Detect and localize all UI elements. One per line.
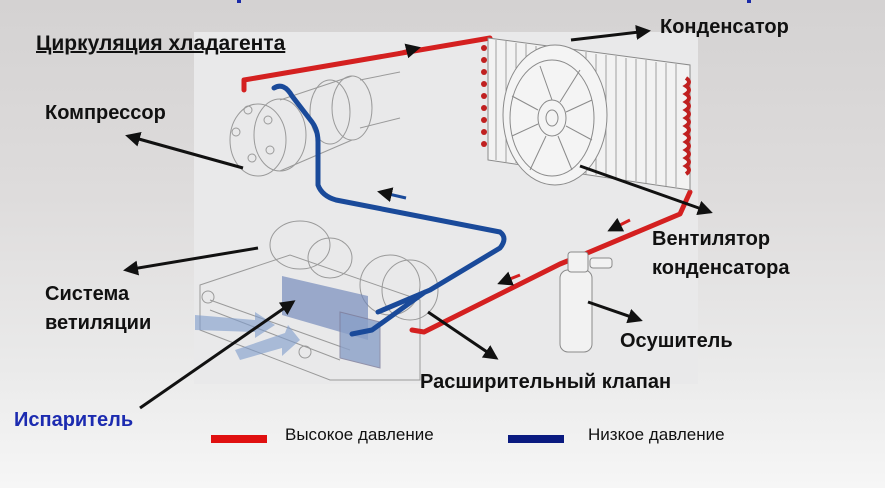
low-pressure-flow-arrow (377, 187, 407, 203)
high-pressure-flow-arrow-top (397, 43, 421, 59)
legend-label-low-pressure: Низкое давление (588, 425, 725, 444)
low-pressure-line (271, 83, 507, 337)
top-mark-right (747, 0, 751, 3)
label-dryer: Осушитель (620, 330, 733, 352)
label-compressor: Компрессор (45, 102, 166, 124)
condenser-callout-arrow (570, 24, 651, 42)
evaporator-icon (282, 276, 381, 369)
airflow-arrows (195, 312, 300, 360)
legend-label-high-pressure: Высокое давление (285, 425, 434, 444)
evaporator-callout-arrow (139, 300, 296, 410)
dryer-callout-arrow (587, 300, 643, 324)
ventilation-callout-arrow (123, 246, 259, 276)
legend-swatch-low-pressure (508, 435, 564, 443)
top-mark-left (237, 0, 241, 3)
high-pressure-flow-arrow-mid (607, 217, 631, 232)
legend-swatch-high-pressure (211, 435, 267, 443)
page-title: Циркуляция хладагента (36, 32, 286, 55)
label-condenser-fan-line2: конденсатора (652, 257, 790, 279)
fan-icon (502, 44, 608, 186)
expansion-valve-callout-arrow (427, 310, 499, 360)
compressor-callout-arrow (125, 131, 244, 170)
high-pressure-flow-arrow-low (497, 271, 521, 286)
label-condenser: Конденсатор (660, 16, 789, 38)
label-ventilation-line1: Система (45, 283, 130, 305)
fan-callout-arrow (579, 164, 713, 216)
high-pressure-line-bottom (409, 189, 693, 335)
label-evaporator: Испаритель (14, 409, 134, 431)
label-expansion-valve: Расширительный клапан (420, 371, 672, 393)
label-ventilation-line2: ветиляции (45, 312, 152, 334)
label-condenser-fan-line1: Вентилятор (652, 228, 771, 250)
dryer-icon (559, 251, 613, 353)
